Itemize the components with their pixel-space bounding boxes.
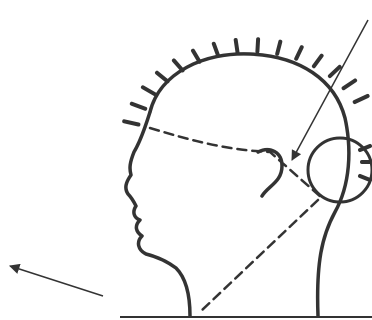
ear-outline [258, 150, 282, 196]
face-profile [126, 112, 190, 316]
dashed-diagonal-line [200, 200, 318, 312]
head-outline [150, 54, 349, 316]
ray-line [257, 39, 258, 51]
ear-region-circle [308, 138, 372, 202]
ray-line [277, 42, 280, 54]
ray-line [193, 51, 200, 62]
dashed-horizontal-line [150, 128, 322, 198]
ray-line [214, 44, 218, 56]
ray-line [174, 61, 183, 71]
ray-line [157, 73, 168, 82]
ray-line [360, 176, 370, 180]
ray-line [344, 81, 356, 89]
radiating-rays [124, 39, 371, 180]
ray-line [124, 121, 138, 124]
outgoing-arrow [10, 266, 103, 296]
dashed-skull-lines [150, 128, 322, 312]
ray-line [132, 104, 145, 109]
ray-line [296, 47, 302, 59]
ray-line [355, 96, 368, 102]
ray-line [236, 40, 238, 52]
ray-line [314, 56, 322, 66]
ray-line [143, 87, 155, 94]
